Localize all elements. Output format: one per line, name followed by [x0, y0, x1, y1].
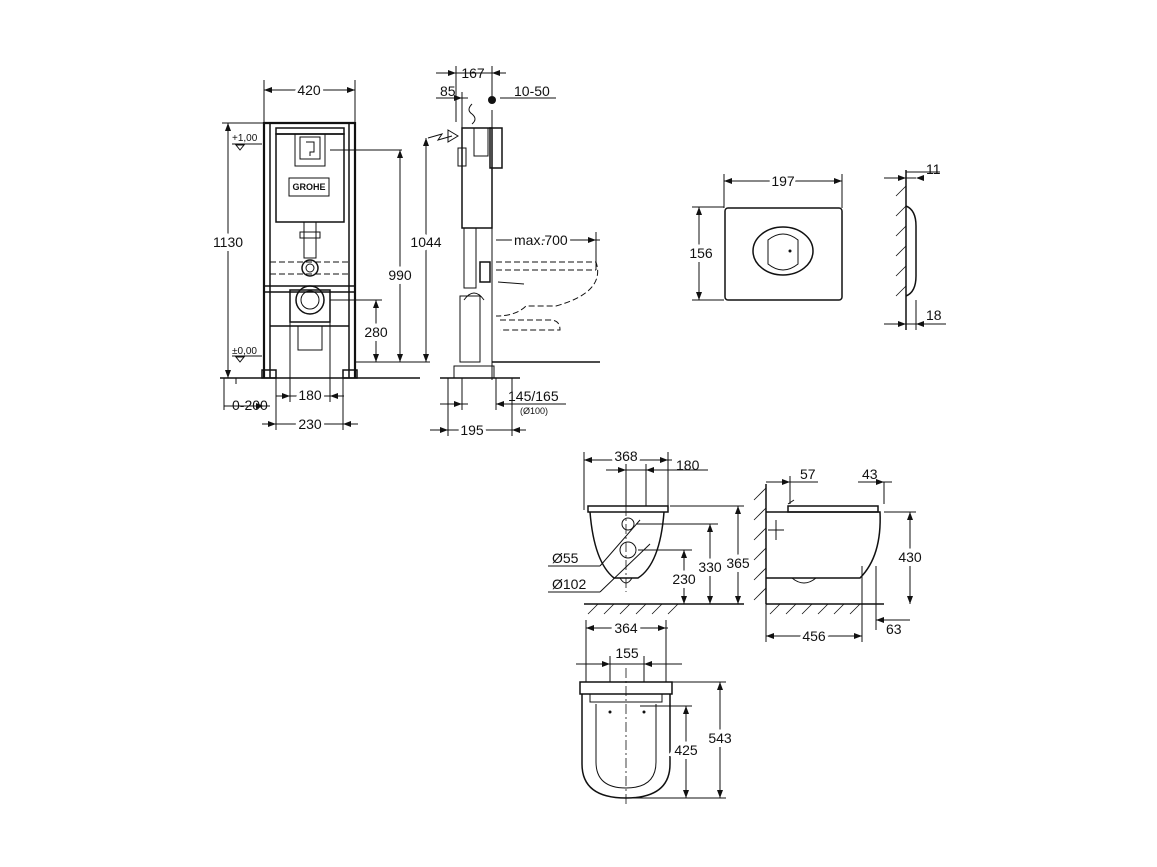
grohe-logo: [288, 177, 330, 197]
dim-425: 425: [674, 742, 698, 758]
dim-63: 63: [886, 621, 902, 637]
dim-10-50: 10-50: [514, 83, 550, 99]
dim-364: 364: [614, 620, 638, 636]
bowl-top-view: 364 155 425 543: [576, 617, 736, 806]
level-top-label: +1,00: [232, 133, 258, 144]
flush-plate: [724, 207, 843, 301]
dim-43: 43: [862, 466, 878, 482]
wall-hatch-side: [753, 487, 767, 601]
dim-195: 195: [460, 422, 484, 438]
dim-543: 543: [708, 730, 732, 746]
dim-990: 990: [388, 267, 412, 283]
dim-280: 280: [364, 324, 388, 340]
dim-1044: 1044: [410, 234, 441, 250]
dim-368: 368: [614, 448, 638, 464]
dim-430: 430: [898, 549, 922, 565]
dim-drain-diameter: (Ø100): [520, 406, 548, 416]
dim-plate-width: 197: [771, 173, 795, 189]
dim-145-165: 145/165: [508, 388, 559, 404]
dim-230-frame: 230: [298, 416, 322, 432]
dim-d55: Ø55: [552, 550, 579, 566]
dim-330: 330: [698, 559, 722, 575]
dim-plate-height: 156: [689, 245, 713, 261]
dim-85: 85: [440, 83, 456, 99]
frame-side-view: 167 85 10-50 max.700: [427, 65, 600, 441]
floor-hatch-front: [587, 603, 679, 615]
dim-365: 365: [726, 555, 750, 571]
frame-front-view: 420 GROHE: [209, 79, 446, 435]
dim-57: 57: [800, 466, 816, 482]
dim-0-200: 0-200: [232, 397, 268, 413]
dim-plate-18: 18: [926, 307, 942, 323]
dim-155: 155: [615, 645, 639, 661]
dim-180-bowl: 180: [676, 457, 700, 473]
dim-456: 456: [802, 628, 826, 644]
dim-frame-height: 1130: [213, 234, 243, 250]
level-floor-label: ±0,00: [232, 346, 257, 357]
dim-180-frame: 180: [298, 387, 322, 403]
grohe-logo-text: GROHE: [292, 182, 325, 192]
dim-frame-width: 420: [297, 82, 321, 98]
dim-d102: Ø102: [552, 576, 586, 592]
dim-230-bowl: 230: [672, 571, 696, 587]
dim-167: 167: [461, 65, 485, 81]
bowl-side-view: 57 43 430 456 63: [753, 466, 926, 647]
wall-hatch-plate: [895, 185, 907, 297]
dim-max700: max.700: [514, 232, 568, 248]
flush-plate-view: 197 156 11 18: [685, 161, 946, 330]
floor-hatch-side: [769, 603, 861, 615]
dim-plate-11: 11: [926, 161, 941, 177]
bowl-front-view: 368 180 Ø55 Ø102 230 330 3: [548, 445, 754, 615]
